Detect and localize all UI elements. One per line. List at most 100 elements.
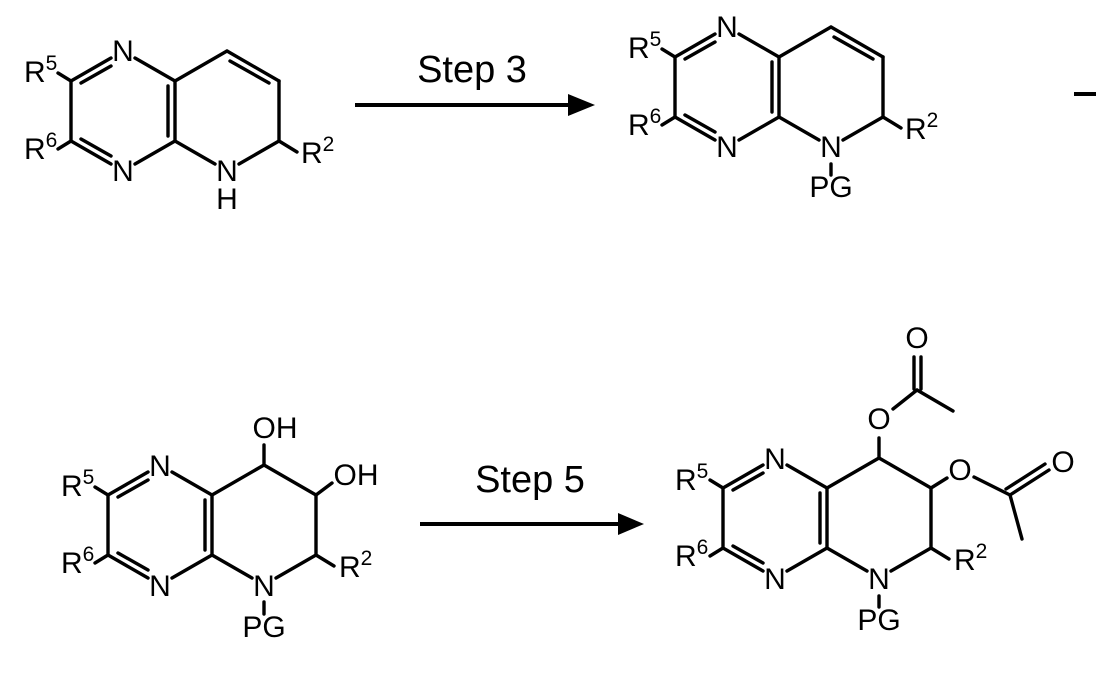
pyrazine-n1-label: N: [764, 443, 786, 476]
bond-line: [883, 117, 901, 128]
r2-base: R: [954, 544, 976, 577]
r2-substituent-label: R2: [339, 547, 372, 584]
ring-n-label: N: [820, 131, 842, 164]
r6-substituent-label: R6: [24, 129, 57, 166]
ring-n-label: N: [253, 570, 275, 603]
ester-oxygen-top-label: O: [867, 403, 890, 436]
molecule-step3-product: N N N PG R5 R6 R2: [612, 0, 992, 232]
r2-substituent-label: R2: [954, 540, 987, 577]
r5-substituent-label: R5: [628, 28, 661, 65]
bond-line: [917, 390, 953, 411]
bond-line: [879, 458, 931, 488]
protecting-group-label: PG: [809, 171, 852, 204]
bond-line: [739, 117, 779, 140]
step5-label: Step 5: [475, 459, 585, 501]
r6-sup: 6: [697, 536, 709, 559]
carbonyl-oxygen-right-label: O: [1051, 446, 1074, 479]
bond-line: [135, 58, 175, 81]
bond-line: [974, 477, 1010, 495]
bond-framework: [662, 27, 901, 175]
bond-line: [95, 487, 108, 495]
r6-sup: 6: [83, 543, 95, 566]
pyrazine-n1-label: N: [149, 450, 171, 483]
bond-framework: [95, 445, 334, 614]
bond-line: [316, 483, 332, 495]
r2-sup: 2: [976, 540, 988, 563]
step3-arrow-head: [568, 94, 595, 116]
pyrazine-n4-label: N: [764, 563, 786, 596]
bond-line: [779, 117, 819, 140]
r5-sup: 5: [697, 460, 709, 483]
pyrazine-n1-label: N: [716, 11, 738, 44]
r6-substituent-label: R6: [61, 543, 94, 580]
protecting-group-label: PG: [857, 604, 900, 637]
r6-sup: 6: [46, 129, 58, 152]
r5-sup: 5: [650, 28, 662, 51]
bond-line: [212, 465, 264, 495]
r6-base: R: [628, 109, 650, 142]
bond-line: [279, 141, 297, 152]
bond-line: [827, 458, 879, 488]
carbonyl-oxygen-top-label: O: [905, 322, 928, 355]
pyrazine-n4-label: N: [716, 131, 738, 164]
bond-line: [316, 555, 334, 566]
bond-line: [175, 51, 227, 81]
bond-line: [831, 27, 883, 57]
bond-line: [276, 555, 316, 578]
bond-line: [58, 73, 71, 81]
bond-line: [172, 555, 212, 578]
r2-substituent-label: R2: [905, 109, 938, 146]
bond-line: [172, 472, 212, 495]
r2-sup: 2: [323, 133, 335, 156]
bond-line: [787, 465, 827, 488]
step3-arrow-group: Step 3: [350, 30, 610, 125]
pyrazine-n4-label: N: [149, 570, 171, 603]
step5-arrow-group: Step 5: [412, 452, 667, 542]
r5-sup: 5: [83, 466, 95, 489]
r6-substituent-label: R6: [628, 105, 661, 142]
bond-line: [787, 548, 827, 571]
r2-base: R: [301, 137, 323, 170]
hydroxyl-right-label: OH: [334, 459, 379, 492]
r2-substituent-label: R2: [301, 133, 334, 170]
bond-line: [95, 555, 108, 563]
bond-line: [827, 548, 867, 571]
r6-base: R: [24, 133, 46, 166]
scheme-continuation-dash: [1068, 78, 1096, 112]
bond-framework: [58, 51, 297, 164]
bond-line: [931, 478, 947, 488]
step5-arrow-head: [618, 513, 644, 535]
bond-line: [710, 548, 723, 556]
pyrazine-n1-label: N: [112, 35, 134, 68]
bond-line: [662, 117, 675, 125]
r5-base: R: [628, 32, 650, 65]
protecting-group-label: PG: [242, 611, 285, 644]
ring-nh-h-label: H: [216, 183, 238, 216]
r6-sup: 6: [650, 105, 662, 128]
molecule-step5-product: N N N PG O O O O R5 R6 R2: [645, 290, 1096, 674]
molecule-step3-reactant: N N N H R5 R6 R2: [8, 6, 358, 246]
r2-base: R: [339, 551, 361, 584]
bond-line: [779, 27, 831, 57]
r6-base: R: [61, 547, 83, 580]
bond-line: [1010, 495, 1022, 539]
bond-line: [843, 117, 883, 140]
r5-substituent-label: R5: [24, 52, 57, 89]
bond-line: [175, 141, 215, 164]
pyrazine-n4-label: N: [112, 155, 134, 188]
molecule-step5-reactant: N N N PG OH OH R5 R6 R2: [15, 388, 415, 674]
bond-line: [135, 141, 175, 164]
bond-line: [891, 548, 931, 571]
hydroxyl-top-label: OH: [253, 412, 298, 445]
r5-base: R: [24, 56, 46, 89]
r6-substituent-label: R6: [675, 536, 708, 573]
bond-line: [58, 141, 71, 149]
bond-line: [739, 34, 779, 57]
r2-sup: 2: [927, 109, 939, 132]
r5-substituent-label: R5: [675, 460, 708, 497]
bond-line: [227, 51, 279, 81]
r5-sup: 5: [46, 52, 58, 75]
bond-line: [264, 465, 316, 495]
bond-line: [710, 480, 723, 488]
